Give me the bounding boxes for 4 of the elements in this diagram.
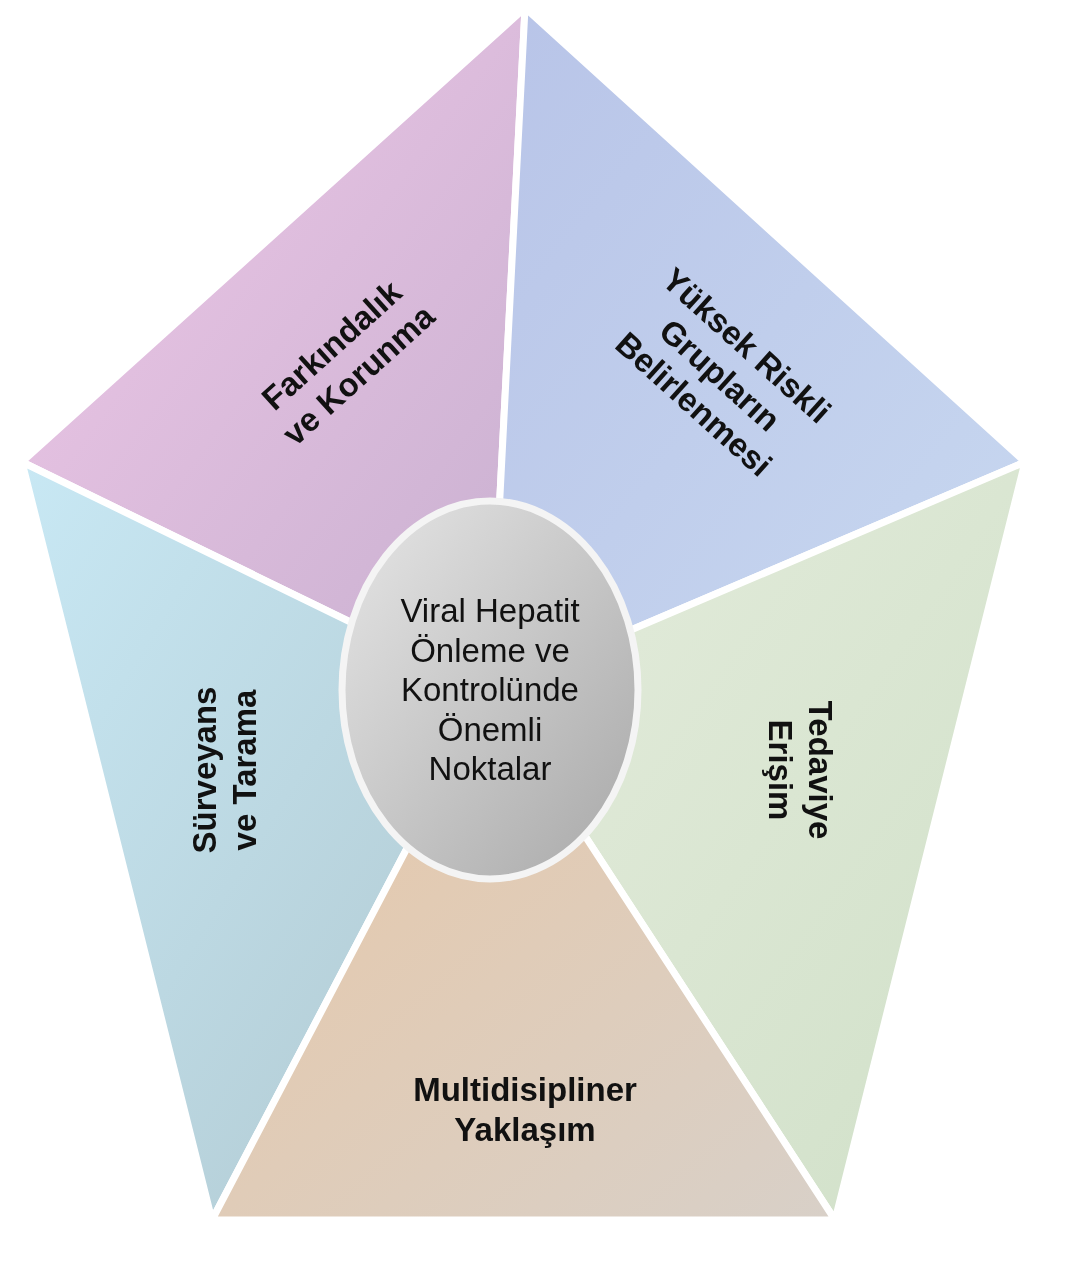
segment-label: Multidisipliner Yaklaşım xyxy=(412,1070,638,1150)
center-label: Viral Hepatit Önleme ve Kontrolünde Önemli Noktalar xyxy=(399,591,581,789)
segment-label: Sürveyans ve Tarama xyxy=(185,685,264,856)
segment-label: Tedaviye Erişim xyxy=(761,699,840,842)
